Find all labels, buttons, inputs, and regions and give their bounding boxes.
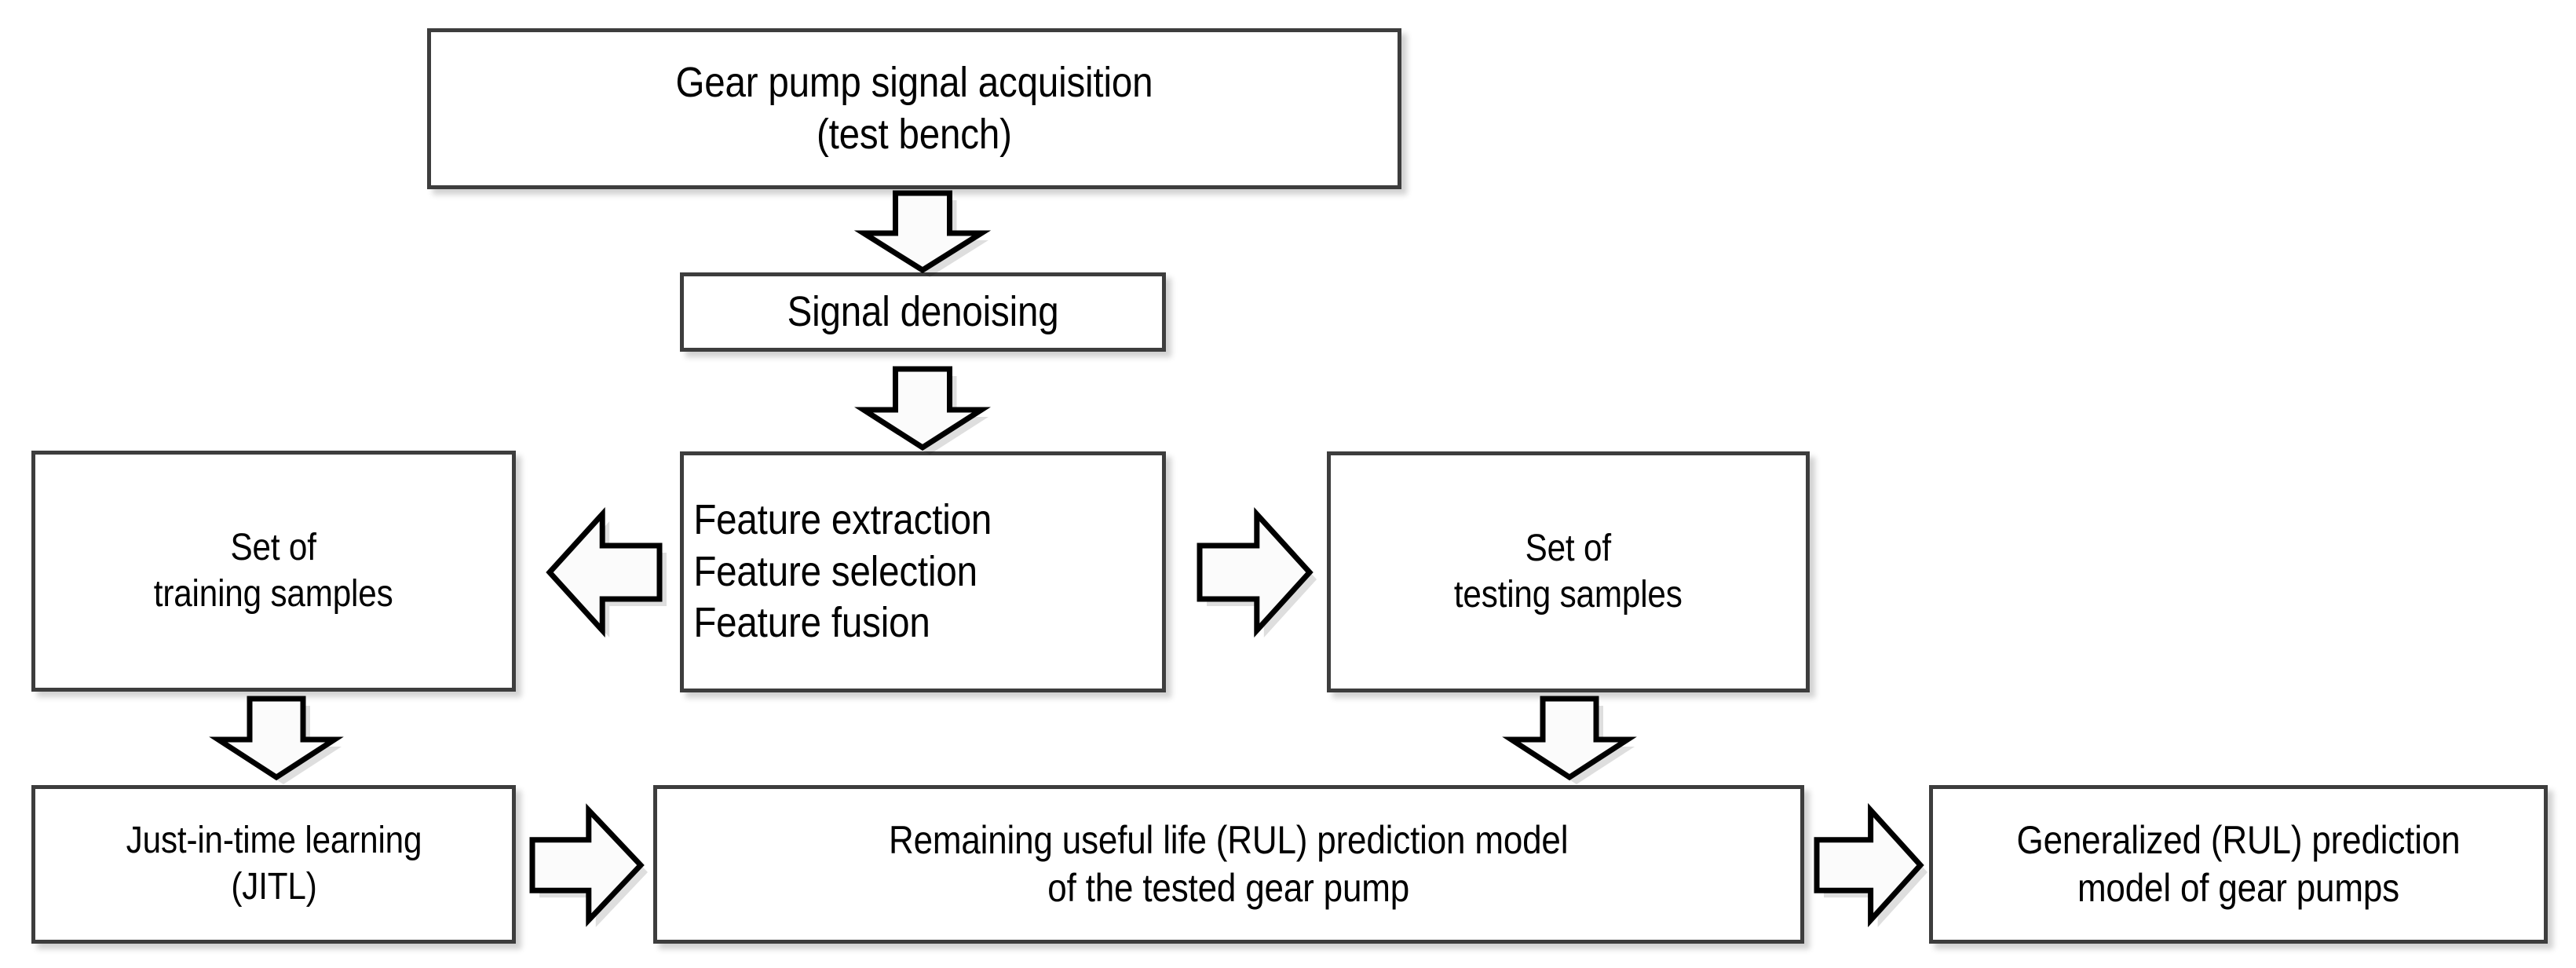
- node-rul-model-tested[interactable]: Remaining useful life (RUL) prediction m…: [653, 785, 1804, 944]
- node-training-samples-label: Set of training samples: [154, 526, 393, 615]
- node-testing-samples-label: Set of testing samples: [1454, 527, 1683, 616]
- node-rul-model-generalized-label: Generalized (RUL) prediction model of ge…: [2016, 818, 2461, 910]
- node-feature-processing-label: Feature extraction Feature selection Fea…: [693, 495, 992, 647]
- node-signal-acquisition-label: Gear pump signal acquisition (test bench…: [675, 58, 1153, 158]
- node-signal-denoising[interactable]: Signal denoising: [680, 272, 1166, 352]
- block-arrow-down-icon: [853, 190, 992, 277]
- node-feature-processing[interactable]: Feature extraction Feature selection Fea…: [680, 451, 1166, 692]
- block-arrow-down-icon: [209, 696, 344, 784]
- node-rul-model-generalized[interactable]: Generalized (RUL) prediction model of ge…: [1929, 785, 2548, 944]
- block-arrow-right-icon: [1814, 802, 1927, 928]
- block-arrow-right-icon: [1197, 506, 1317, 638]
- block-arrow-right-icon: [529, 803, 648, 927]
- node-jitl[interactable]: Just-in-time learning (JITL): [31, 785, 516, 944]
- block-arrow-down-icon: [1502, 696, 1637, 784]
- block-arrow-left-icon: [546, 506, 667, 638]
- node-testing-samples[interactable]: Set of testing samples: [1327, 451, 1810, 692]
- block-arrow-down-icon: [854, 366, 991, 455]
- node-jitl-label: Just-in-time learning (JITL): [126, 820, 422, 908]
- node-training-samples[interactable]: Set of training samples: [31, 451, 516, 692]
- node-signal-denoising-label: Signal denoising: [787, 287, 1059, 335]
- node-rul-model-tested-label: Remaining useful life (RUL) prediction m…: [889, 818, 1569, 910]
- node-signal-acquisition[interactable]: Gear pump signal acquisition (test bench…: [427, 28, 1401, 189]
